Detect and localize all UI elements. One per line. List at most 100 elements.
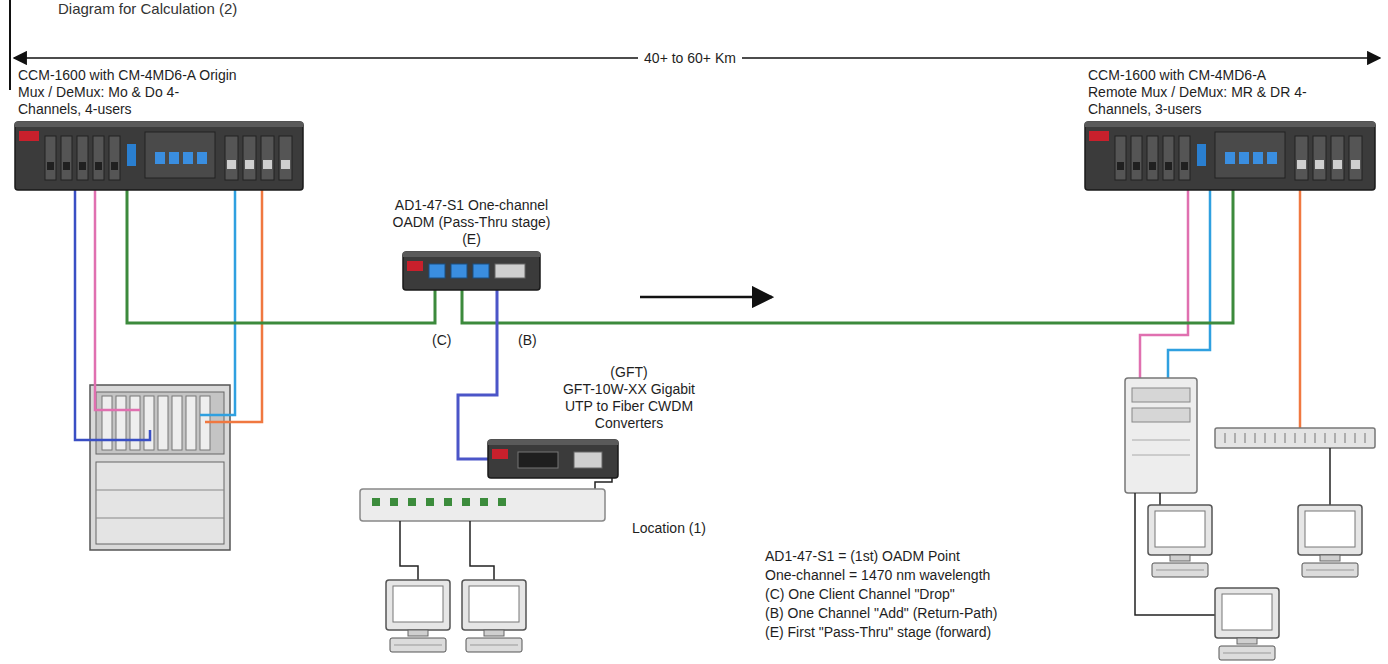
mux-module bbox=[145, 132, 215, 178]
card-slot bbox=[1331, 136, 1344, 180]
oadm-unit: AD1-47-S1 One-channel OADM (Pass-Thru st… bbox=[403, 252, 540, 290]
fiber-port bbox=[574, 452, 602, 468]
utp-port bbox=[518, 452, 558, 468]
channel-port bbox=[1267, 152, 1277, 164]
location-label: Location (1) bbox=[632, 520, 706, 537]
device-label: CCM-1600 with CM-4MD6-A Remote Mux / DeM… bbox=[1088, 67, 1308, 118]
note-line-holder: One-channel = 1470 nm wavelength bbox=[765, 567, 990, 584]
chassis bbox=[403, 252, 540, 290]
workstation bbox=[462, 580, 526, 652]
fiber-link bbox=[458, 290, 497, 459]
sfp-port bbox=[1315, 160, 1324, 169]
add-drop-port bbox=[495, 264, 525, 278]
fiber-link bbox=[127, 190, 435, 323]
chassis bbox=[1085, 122, 1375, 190]
channel-port bbox=[1253, 152, 1263, 164]
note-line: One-channel = 1470 nm wavelength bbox=[765, 567, 990, 584]
note-line: (E) First "Pass-Thru" stage (forward) bbox=[765, 624, 991, 641]
chassis-top bbox=[15, 122, 303, 127]
card-slot bbox=[45, 136, 56, 180]
mux-chassis: CCM-1600 with CM-4MD6-A Origin Mux / DeM… bbox=[15, 122, 303, 190]
node-heading: CCM-1600 with CM-4MD6-A Remote Mux / DeM… bbox=[1088, 67, 1308, 118]
brand-badge bbox=[19, 131, 39, 141]
card-slot bbox=[77, 136, 88, 180]
workstation bbox=[1298, 505, 1362, 577]
rj45-port bbox=[47, 162, 54, 170]
forward-arrow bbox=[640, 296, 772, 299]
fiber-port bbox=[429, 264, 445, 278]
location-label-holder: Location (1) bbox=[632, 520, 706, 537]
brand-badge bbox=[407, 261, 423, 271]
note-line: (C) One Client Channel "Drop" bbox=[765, 586, 955, 603]
chassis bbox=[488, 440, 618, 478]
brand-badge bbox=[1089, 131, 1109, 141]
common-port bbox=[1197, 144, 1206, 166]
note-line-holder: AD1-47-S1 = (1st) OADM Point bbox=[765, 548, 960, 565]
mux-device bbox=[15, 122, 303, 190]
rj45-port bbox=[63, 162, 70, 170]
workstation bbox=[1215, 588, 1279, 660]
card-slot bbox=[1349, 136, 1362, 180]
channel-port bbox=[169, 152, 179, 164]
card-slot bbox=[1295, 136, 1308, 180]
rj45-port bbox=[1165, 162, 1172, 170]
sfp-port bbox=[1333, 160, 1342, 169]
common-port bbox=[127, 144, 136, 166]
port-label: (C) bbox=[432, 332, 451, 349]
dimension-tick bbox=[9, 0, 11, 90]
workstation bbox=[386, 580, 450, 652]
sfp-port bbox=[227, 160, 236, 169]
dimension-label-holder: 40+ to 60+ Km bbox=[638, 49, 742, 67]
location-switch bbox=[360, 489, 605, 521]
diagram-title-holder: Diagram for Calculation (2) bbox=[58, 0, 237, 17]
rj45-port bbox=[79, 162, 86, 170]
card-slot bbox=[1179, 136, 1190, 180]
rj45-port bbox=[1117, 162, 1124, 170]
fiber-link bbox=[462, 190, 1233, 323]
card-slot bbox=[1313, 136, 1326, 180]
remote-server bbox=[1125, 378, 1197, 493]
port-label-holder: (B) bbox=[518, 332, 537, 349]
card-slot bbox=[1115, 136, 1126, 180]
brand-badge bbox=[492, 449, 508, 459]
media-converter: (GFT)GFT-10W-XX Gigabit UTP to Fiber CWD… bbox=[488, 440, 618, 478]
device-label: GFT-10W-XX Gigabit UTP to Fiber CWDM Con… bbox=[554, 381, 704, 432]
rj45-port bbox=[111, 162, 118, 170]
chassis bbox=[15, 122, 303, 190]
note-line: AD1-47-S1 = (1st) OADM Point bbox=[765, 548, 960, 565]
note-line-holder: (C) One Client Channel "Drop" bbox=[765, 586, 955, 603]
mux-chassis: CCM-1600 with CM-4MD6-A Remote Mux / DeM… bbox=[1085, 122, 1375, 190]
rj45-port bbox=[1181, 162, 1188, 170]
channel-port bbox=[183, 152, 193, 164]
device-label: (GFT) bbox=[554, 364, 704, 381]
card-slot bbox=[279, 136, 292, 180]
note-line: (B) One Channel "Add" (Return-Path) bbox=[765, 605, 998, 622]
sfp-port bbox=[281, 160, 290, 169]
note-line-holder: (E) First "Pass-Thru" stage (forward) bbox=[765, 624, 991, 641]
device-label: CCM-1600 with CM-4MD6-A Origin Mux / DeM… bbox=[18, 67, 238, 118]
origin-wires bbox=[75, 190, 262, 440]
card-slot bbox=[61, 136, 72, 180]
card-slot bbox=[93, 136, 104, 180]
card-slot bbox=[109, 136, 120, 180]
device-label: (E) bbox=[391, 231, 552, 248]
sfp-port bbox=[1297, 160, 1306, 169]
card-slot bbox=[225, 136, 238, 180]
mux-module bbox=[1215, 132, 1285, 178]
chassis-top bbox=[403, 252, 540, 257]
dimension-label: 40+ to 60+ Km bbox=[638, 50, 742, 67]
node-heading: (GFT)GFT-10W-XX Gigabit UTP to Fiber CWD… bbox=[554, 364, 704, 432]
device-label: AD1-47-S1 One-channel OADM (Pass-Thru st… bbox=[391, 197, 552, 231]
fiber-port bbox=[473, 264, 489, 278]
node-heading: CCM-1600 with CM-4MD6-A Origin Mux / DeM… bbox=[18, 67, 238, 118]
sfp-port bbox=[263, 160, 272, 169]
port-label-holder: (C) bbox=[432, 332, 451, 349]
channel-port bbox=[155, 152, 165, 164]
node-heading: AD1-47-S1 One-channel OADM (Pass-Thru st… bbox=[391, 197, 552, 248]
card-slot bbox=[1163, 136, 1174, 180]
port-label: (B) bbox=[518, 332, 537, 349]
channel-port bbox=[197, 152, 207, 164]
card-slot bbox=[1131, 136, 1142, 180]
card-slot bbox=[261, 136, 274, 180]
sfp-port bbox=[1351, 160, 1360, 169]
